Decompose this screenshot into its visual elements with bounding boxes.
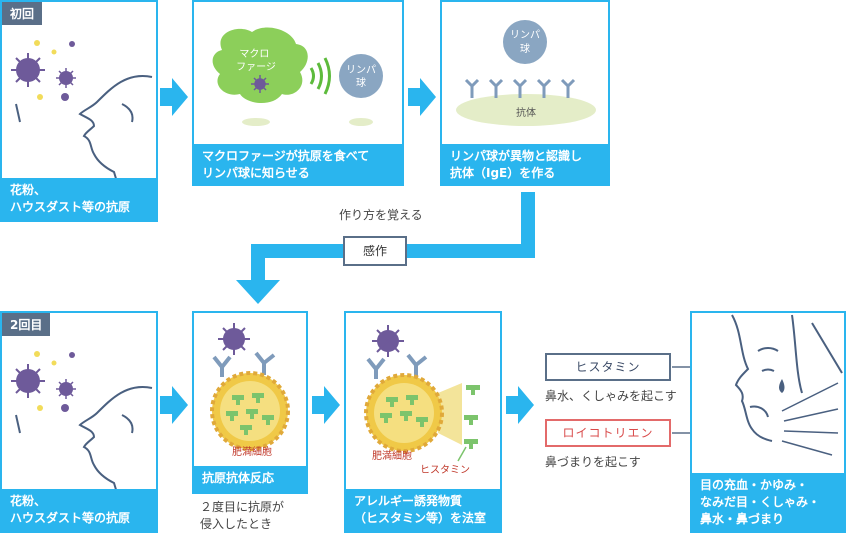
first-antigen-caption: 花粉、 ハウスダスト等の抗原 — [2, 178, 156, 220]
leukotriene-effect: 鼻づまりを起こす — [545, 455, 641, 469]
leukotriene-pill: ロイコトリエン — [545, 419, 671, 447]
arrow-right-icon — [408, 78, 436, 116]
first-time-tag: 初回 — [2, 2, 43, 25]
signal-icon — [309, 57, 331, 95]
panel-second-release: 肥満細胞 ヒスタミン アレルギー誘発物質 （ヒスタミン等）を法室 — [344, 311, 502, 533]
first-macrophage-caption: マクロファージが抗原を食べて リンパ球に知らせる — [194, 144, 402, 184]
mast-cell-label: 肥満細胞 — [372, 449, 412, 462]
face-pollen-illustration — [11, 351, 153, 503]
arrow-right-icon — [160, 386, 188, 424]
memorize-note: 作り方を覚える — [339, 208, 423, 222]
second-time-tag: 2回目 — [2, 313, 51, 336]
macrophage-label: マクロ ファージ — [236, 48, 276, 73]
antibody-icons — [464, 78, 576, 98]
panel-first-antigen: 初回 花粉、 ハウスダスト等の抗原 — [0, 0, 158, 222]
face-pollen-illustration — [11, 40, 153, 192]
pollen-icon — [372, 325, 404, 357]
second-release-caption: アレルギー誘発物質 （ヒスタミン等）を法室 — [346, 489, 500, 531]
svg-text:リンパ: リンパ — [510, 29, 540, 41]
histamine-pill: ヒスタミン — [545, 353, 671, 381]
second-antigen-caption: 花粉、 ハウスダスト等の抗原 — [2, 489, 156, 531]
lymphocyte-cell — [503, 20, 547, 64]
macrophage-illustration: マクロ ファージ リンパ 球 — [212, 27, 383, 126]
sensitization-label: 感作 — [343, 236, 407, 266]
sneezing-face-illustration — [731, 314, 843, 456]
histamine-release-illustration: 肥満細胞 ヒスタミン — [364, 325, 480, 476]
lymphocyte-cell — [339, 54, 383, 98]
arrow-right-icon — [506, 386, 534, 424]
first-antibody-caption: リンパ球が異物と認識し 抗体（IgE）を作る — [442, 144, 608, 184]
macrophage-cell — [212, 27, 308, 104]
svg-text:球: 球 — [520, 42, 530, 55]
arrow-right-icon — [312, 386, 340, 424]
antibody-label: 抗体 — [516, 106, 536, 119]
symptoms-caption: 目の充血・かゆみ・ なみだ目・くしゃみ・ 鼻水・鼻づまり — [692, 473, 844, 531]
histamine-label: ヒスタミン — [420, 464, 470, 476]
histamine-granules — [380, 385, 480, 449]
pollen-icon — [218, 323, 250, 355]
lymphocyte-label: リンパ — [346, 64, 376, 76]
antibody-icons — [212, 351, 276, 377]
arrow-right-icon — [160, 78, 188, 116]
face-profile — [78, 75, 153, 192]
histamine-granules — [226, 393, 274, 435]
mast-cell-illustration: 肥満細胞 — [210, 323, 290, 458]
antibody-illustration: リンパ 球 抗体 — [456, 20, 596, 126]
panel-first-macrophage: マクロ ファージ リンパ 球 マクロファージが抗原を食べて リンパ球に知らせる — [192, 0, 404, 186]
pollen-icon — [11, 40, 76, 101]
panel-symptoms: 目の充血・かゆみ・ なみだ目・くしゃみ・ 鼻水・鼻づまり — [690, 311, 846, 533]
second-reaction-caption: 抗原抗体反応 — [194, 466, 306, 492]
pollen-icon — [251, 75, 269, 93]
svg-text:球: 球 — [356, 76, 366, 89]
histamine-effect: 鼻水、くしゃみを起こす — [545, 389, 677, 403]
panel-second-reaction: 肥満細胞 抗原抗体反応 — [192, 311, 308, 494]
mast-cell-label: 肥満細胞 — [232, 445, 272, 458]
panel-first-antibody: リンパ 球 抗体 リンパ球が異物と認識し 抗体（IgE）を作る — [440, 0, 610, 186]
second-entry-note: ２度目に抗原が 侵入したとき — [200, 500, 285, 531]
panel-second-antigen: 2回目 花粉、 ハウスダスト等の抗原 — [0, 311, 158, 533]
